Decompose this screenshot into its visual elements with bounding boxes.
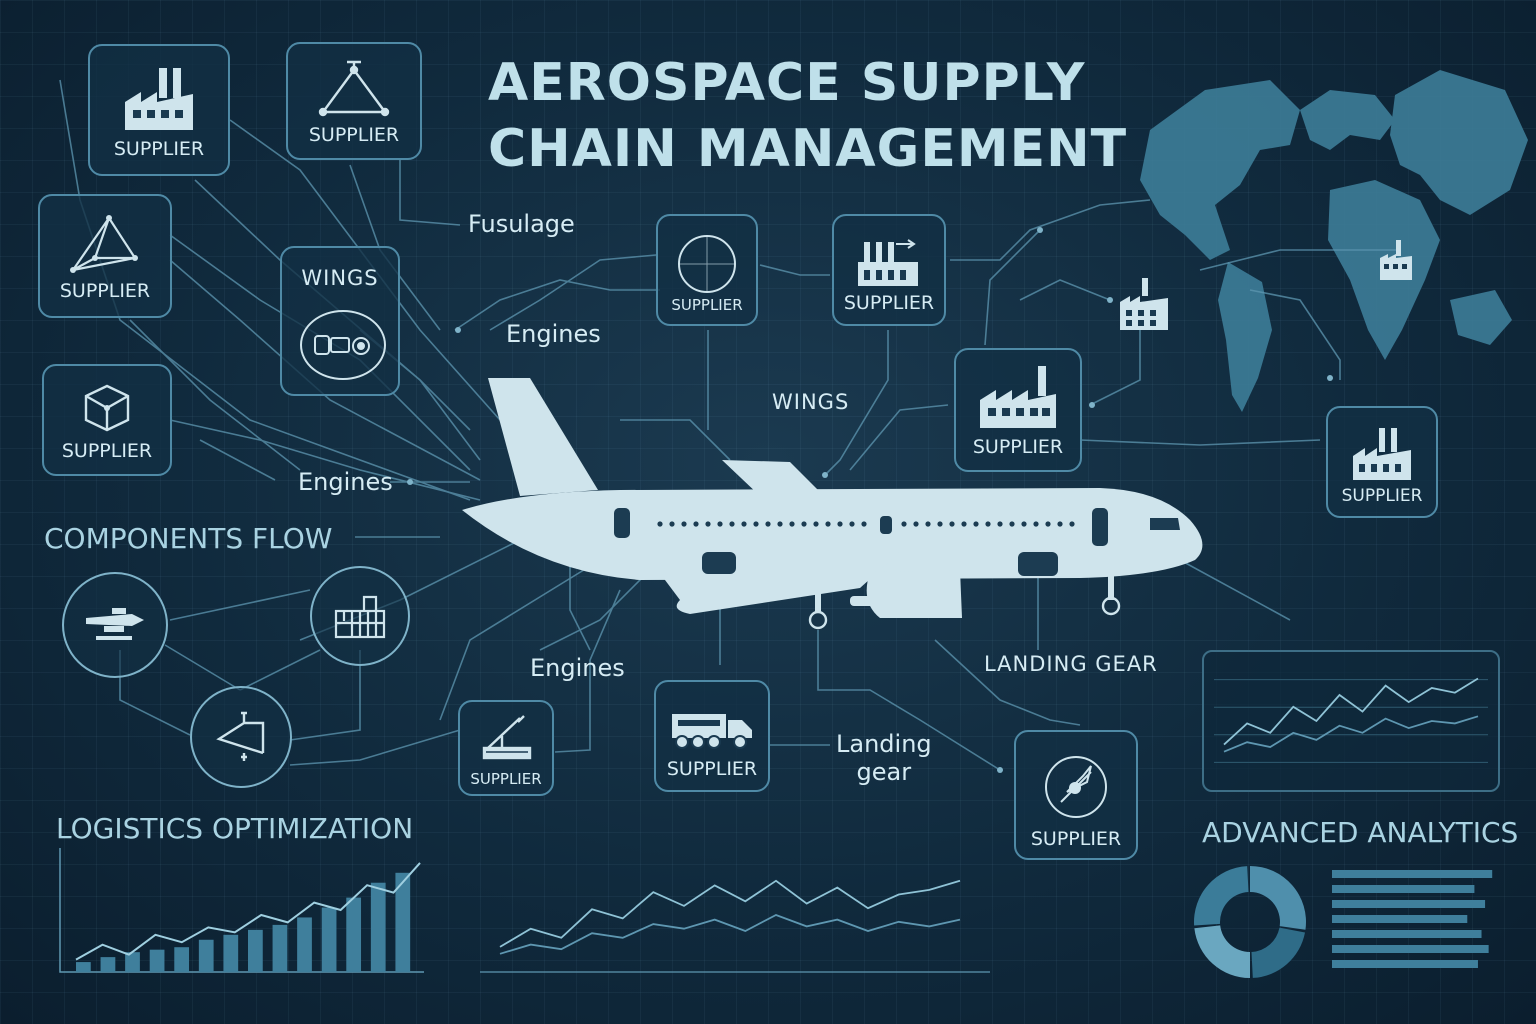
chart-bar xyxy=(1332,960,1478,968)
chart-bar xyxy=(297,917,312,972)
supplier-label: SUPPLIER xyxy=(113,138,205,160)
supplier-box-7[interactable]: SUPPLIER xyxy=(954,348,1082,472)
supplier-box-6[interactable]: SUPPLIER xyxy=(832,214,946,326)
chart-series-line xyxy=(1223,715,1479,753)
section-components-flow: COMPONENTS FLOW xyxy=(44,522,333,555)
section-logistics-optimization: LOGISTICS OPTIMIZATION xyxy=(56,812,414,845)
flow-node-drone[interactable] xyxy=(62,572,168,678)
part-label-engines-left: Engines xyxy=(298,468,393,496)
supplier-label: SUPPLIER xyxy=(972,436,1064,458)
supplier-box-3[interactable]: SUPPLIER xyxy=(38,194,172,318)
factory-icon xyxy=(334,595,386,639)
part-label-engines-bottom: Engines xyxy=(530,654,625,682)
supplier-label: SUPPLIER xyxy=(666,758,758,780)
chart-series-line xyxy=(499,914,961,955)
chart-bar xyxy=(1332,945,1489,953)
chart-bar xyxy=(76,962,91,972)
chart-bar xyxy=(223,934,239,972)
chart-bar xyxy=(272,924,288,972)
chart-bar xyxy=(174,947,190,972)
landing-gear-line-2: gear xyxy=(856,758,912,786)
wings-component-box[interactable]: WINGS xyxy=(280,246,400,396)
satellite-dish-icon xyxy=(1016,752,1136,822)
analytics-panel xyxy=(1202,650,1500,792)
chart-bar xyxy=(370,882,386,972)
supplier-label: SUPPLIER xyxy=(308,124,400,146)
center-line-chart xyxy=(480,879,990,973)
cube-icon xyxy=(44,382,170,432)
panel-line-chart xyxy=(1214,677,1488,763)
supplier-label: SUPPLIER xyxy=(843,292,935,314)
chart-slice xyxy=(1193,866,1249,926)
target-circle-icon xyxy=(658,232,756,296)
factory-icon xyxy=(1120,278,1168,330)
supplier-box-1[interactable]: SUPPLIER xyxy=(88,44,230,176)
donut-chart xyxy=(1193,866,1306,978)
supplier-label: SUPPLIER xyxy=(59,280,151,302)
truck-icon xyxy=(656,704,768,752)
chart-bar xyxy=(149,949,165,972)
part-label-engines-top: Engines xyxy=(506,320,601,348)
chart-slice xyxy=(1250,866,1306,930)
supplier-box-8[interactable]: SUPPLIER xyxy=(1326,406,1438,518)
supplier-box-5[interactable]: SUPPLIER xyxy=(656,214,758,326)
flow-node-factory[interactable] xyxy=(310,566,410,666)
part-label-fusulage: Fusulage xyxy=(468,210,575,238)
flow-node-crane[interactable] xyxy=(190,686,292,788)
drone-icon xyxy=(86,608,144,640)
chart-bar xyxy=(1332,900,1486,908)
supplier-box-11[interactable]: SUPPLIER xyxy=(1014,730,1138,860)
horizontal-bar-chart xyxy=(1332,870,1493,968)
world-map xyxy=(1140,70,1528,412)
engine-parts-icon xyxy=(300,310,386,380)
logistics-chart xyxy=(59,848,424,973)
factory-icon xyxy=(1328,426,1436,482)
chart-bar xyxy=(1332,870,1493,878)
wings-box-label: WINGS xyxy=(301,266,379,290)
factory-icon xyxy=(90,66,228,132)
chart-bar xyxy=(198,939,214,972)
chart-bar xyxy=(248,929,263,972)
chart-bar xyxy=(125,952,140,972)
chart-bar xyxy=(346,897,362,972)
chart-slice xyxy=(1251,927,1306,978)
crane-icon xyxy=(216,711,265,761)
supplier-label: SUPPLIER xyxy=(470,770,542,788)
supplier-label: SUPPLIER xyxy=(61,440,153,462)
chart-series-line xyxy=(75,862,421,961)
chart-bar xyxy=(321,907,337,972)
chart-series-line xyxy=(499,879,961,948)
factory-icon xyxy=(1380,240,1412,280)
part-label-wings: WINGS xyxy=(772,390,850,414)
factory-icon xyxy=(956,364,1080,430)
chart-axis xyxy=(59,848,424,973)
supplier-box-9[interactable]: SUPPLIER xyxy=(458,700,554,796)
supplier-box-4[interactable]: SUPPLIER xyxy=(42,364,172,476)
crane-icon xyxy=(460,712,552,762)
part-label-landing-gear: Landing gear xyxy=(836,730,932,786)
chart-bar xyxy=(100,957,116,972)
supplier-label: SUPPLIER xyxy=(1341,486,1423,506)
crane-hook-icon xyxy=(288,58,420,118)
chart-bar xyxy=(1332,885,1475,893)
title-line-2: CHAIN MANAGEMENT xyxy=(488,119,1128,179)
factory-icon xyxy=(834,234,944,288)
supplier-label: SUPPLIER xyxy=(671,296,743,314)
page-title: AEROSPACE SUPPLY CHAIN MANAGEMENT xyxy=(488,50,1127,182)
chart-bar xyxy=(1332,915,1468,923)
chart-bar xyxy=(395,872,411,972)
title-line-1: AEROSPACE SUPPLY xyxy=(488,53,1086,113)
landing-gear-line-1: Landing xyxy=(836,730,932,758)
chart-slice xyxy=(1194,925,1250,978)
chart-series-line xyxy=(1223,677,1479,746)
part-label-landing-gear-caps: LANDING GEAR xyxy=(984,652,1158,676)
section-advanced-analytics: ADVANCED ANALYTICS xyxy=(1202,816,1519,849)
chart-bar xyxy=(1332,930,1482,938)
supplier-label: SUPPLIER xyxy=(1030,828,1122,850)
supplier-box-2[interactable]: SUPPLIER xyxy=(286,42,422,160)
network-triangle-icon xyxy=(40,214,170,276)
supplier-box-10[interactable]: SUPPLIER xyxy=(654,680,770,792)
